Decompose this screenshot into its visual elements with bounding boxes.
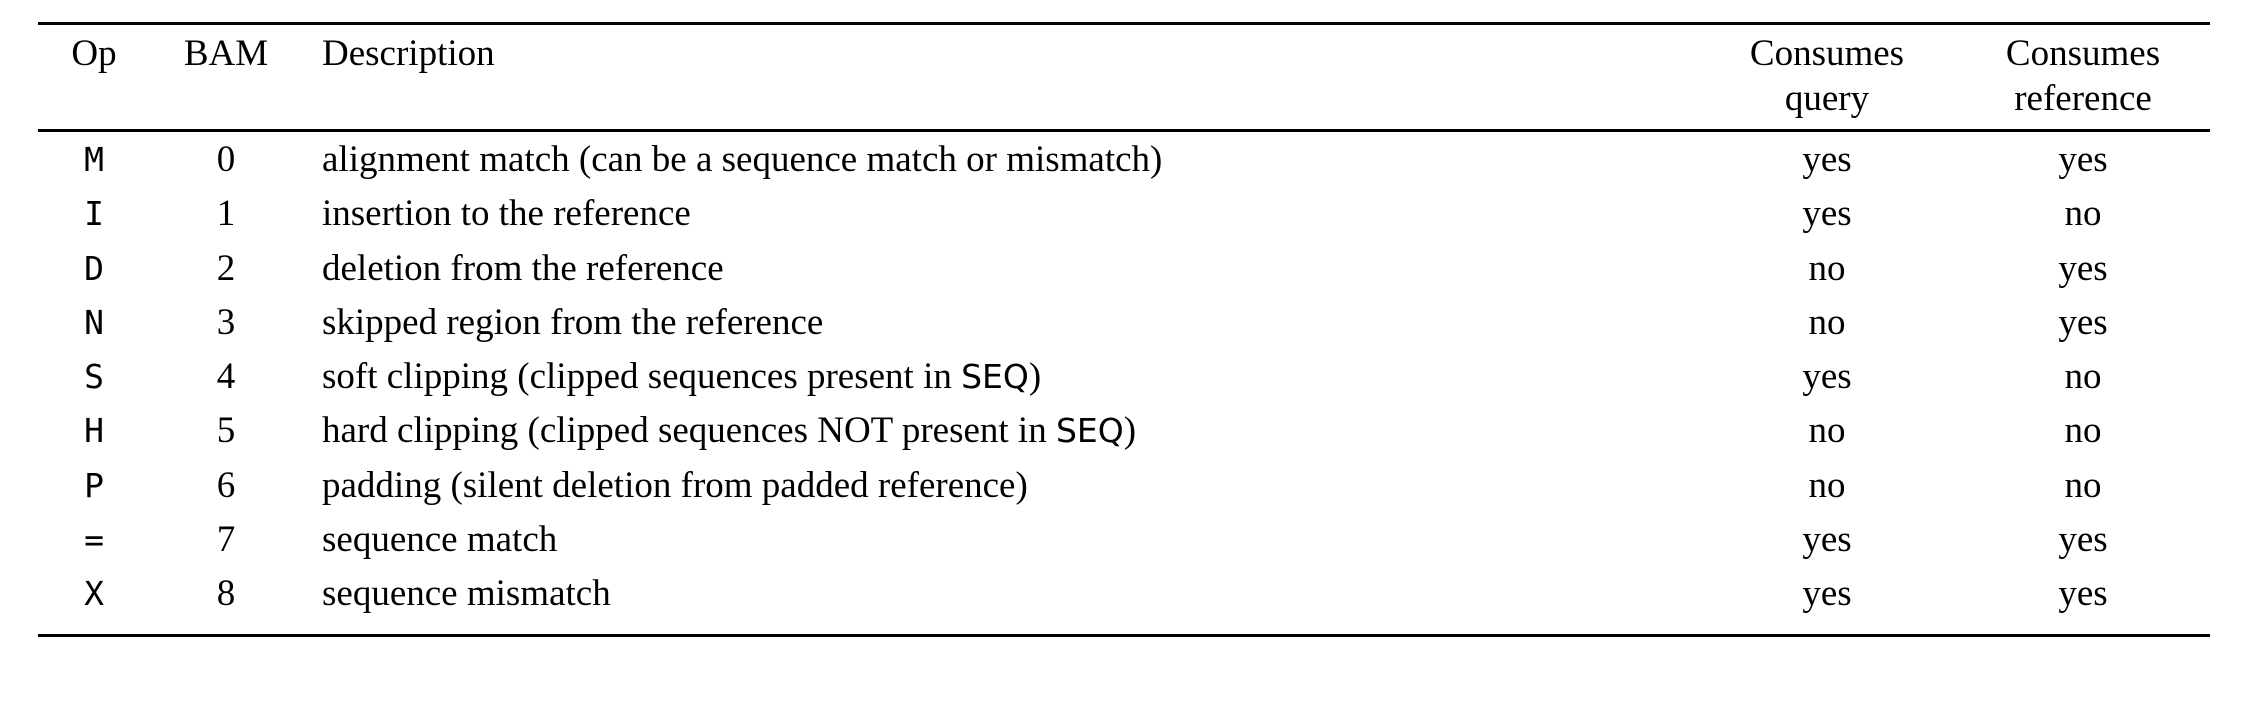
cell-consumes-reference: no [2064, 464, 2102, 506]
midrule-cell [38, 129, 2210, 133]
cell-description: padding (silent deletion from padded ref… [302, 458, 1698, 512]
header-consumes-query-line1: Consumes [1749, 33, 1905, 74]
cell-consumes-query: yes [1802, 573, 1852, 614]
cell-consumes-query: yes [1802, 518, 1852, 560]
header-description: Description [322, 33, 495, 74]
header-bam: BAM [183, 33, 269, 74]
table-row: I 1 insertion to the reference yes no [38, 186, 2210, 240]
cell-bam: 6 [216, 464, 236, 506]
table-row: H 5 hard clipping (clipped sequences NOT p… [38, 403, 2210, 457]
toprule [38, 22, 2210, 25]
cell-consumes-query: no [1808, 301, 1846, 343]
description-text: insertion to the reference [322, 193, 691, 235]
cigar-operations-table: Op BAM Description Consumes query Consum… [38, 22, 2210, 638]
description-text-suffix: ) [1028, 356, 1042, 398]
seq-field-label: SEQ [1055, 411, 1124, 451]
bottom-spacer-cell [38, 620, 2210, 634]
cell-consumes-reference: yes [2058, 247, 2108, 289]
cell-bam: 2 [216, 247, 236, 289]
table-row: N 3 skipped region from the reference no yes [38, 295, 2210, 349]
description-text: sequence mismatch [322, 573, 611, 614]
table-row: P 6 padding (silent deletion from padded r… [38, 458, 2210, 512]
cell-description: hard clipping (clipped sequences NOT pre… [302, 403, 1698, 457]
cell-bam: 3 [216, 301, 236, 343]
cell-op: N [84, 302, 104, 342]
cell-bam: 8 [216, 573, 236, 614]
table-row: = 7 sequence match yes yes [38, 512, 2210, 566]
header-consumes-reference-line2: reference [2014, 78, 2152, 120]
cell-description: sequence mismatch [302, 566, 1698, 620]
header-consumes-reference: Consumes reference [1956, 25, 2210, 129]
cell-description: soft clipping (clipped sequences present… [302, 349, 1698, 403]
cell-consumes-query: yes [1802, 356, 1852, 398]
cell-consumes-query: no [1808, 247, 1846, 289]
cell-consumes-reference: yes [2058, 573, 2108, 614]
header-op: Op [71, 33, 117, 74]
description-text: skipped region from the reference [322, 301, 824, 343]
cell-op: = [84, 519, 104, 559]
cell-consumes-query: yes [1802, 139, 1852, 181]
cell-consumes-query: yes [1802, 193, 1852, 235]
table-row: X 8 sequence mismatch yes yes [38, 566, 2210, 620]
cell-op: I [84, 194, 104, 234]
table-footer [38, 620, 2210, 638]
cell-op: D [84, 248, 104, 288]
description-text: soft clipping (clipped sequences present… [322, 356, 962, 398]
bottom-spacer-row [38, 620, 2210, 634]
header-consumes-reference-line1: Consumes [2005, 33, 2161, 74]
cigar-operations-table-wrapper: Op BAM Description Consumes query Consum… [38, 22, 2210, 638]
cell-bam: 0 [216, 139, 236, 181]
seq-field-label: SEQ [961, 357, 1029, 397]
cell-op: M [84, 140, 104, 180]
header-consumes-query: Consumes query [1698, 25, 1956, 129]
table-row: D 2 deletion from the reference no yes [38, 241, 2210, 295]
description-text: padding (silent deletion from padded ref… [322, 464, 1028, 506]
cell-consumes-reference: no [2064, 193, 2102, 235]
toprule-row [38, 22, 2210, 25]
description-text: deletion from the reference [322, 247, 724, 289]
cell-description: insertion to the reference [302, 186, 1698, 240]
cell-consumes-reference: yes [2058, 301, 2108, 343]
bottomrule-cell [38, 634, 2210, 638]
cell-description: skipped region from the reference [302, 295, 1698, 349]
cell-consumes-reference: yes [2058, 518, 2108, 560]
table-row: S 4 soft clipping (clipped sequences prese… [38, 349, 2210, 403]
cell-op: S [84, 357, 104, 397]
description-text: alignment match (can be a sequence match… [322, 139, 1163, 181]
table-body: M 0 alignment match (can be a sequence mat… [38, 132, 2210, 620]
bottomrule [38, 634, 2210, 638]
cell-op: H [84, 411, 104, 451]
cell-consumes-query: no [1808, 410, 1846, 452]
table-header: Op BAM Description Consumes query Consum… [38, 22, 2210, 133]
cell-op: P [84, 465, 104, 505]
cell-consumes-reference: no [2064, 356, 2102, 398]
header-row: Op BAM Description Consumes query Consum… [38, 25, 2210, 129]
toprule-cell [38, 22, 2210, 25]
table-row: M 0 alignment match (can be a sequence mat… [38, 132, 2210, 186]
midrule [38, 129, 2210, 133]
bottomrule-row [38, 634, 2210, 638]
header-consumes-query-line2: query [1784, 78, 1870, 120]
cell-consumes-reference: yes [2058, 139, 2108, 181]
cell-description: alignment match (can be a sequence match… [302, 132, 1698, 186]
description-text-suffix: ) [1123, 410, 1137, 452]
cell-consumes-query: no [1808, 464, 1846, 506]
cell-bam: 1 [216, 193, 236, 235]
description-text: sequence match [322, 518, 558, 560]
cell-consumes-reference: no [2064, 410, 2102, 452]
description-text: hard clipping (clipped sequences NOT pre… [322, 410, 1056, 452]
cell-description: deletion from the reference [302, 241, 1698, 295]
cell-bam: 7 [216, 518, 236, 560]
cell-op: X [84, 574, 104, 613]
cell-bam: 4 [216, 356, 236, 398]
cell-bam: 5 [216, 410, 236, 452]
midrule-row [38, 129, 2210, 133]
cell-description: sequence match [302, 512, 1698, 566]
